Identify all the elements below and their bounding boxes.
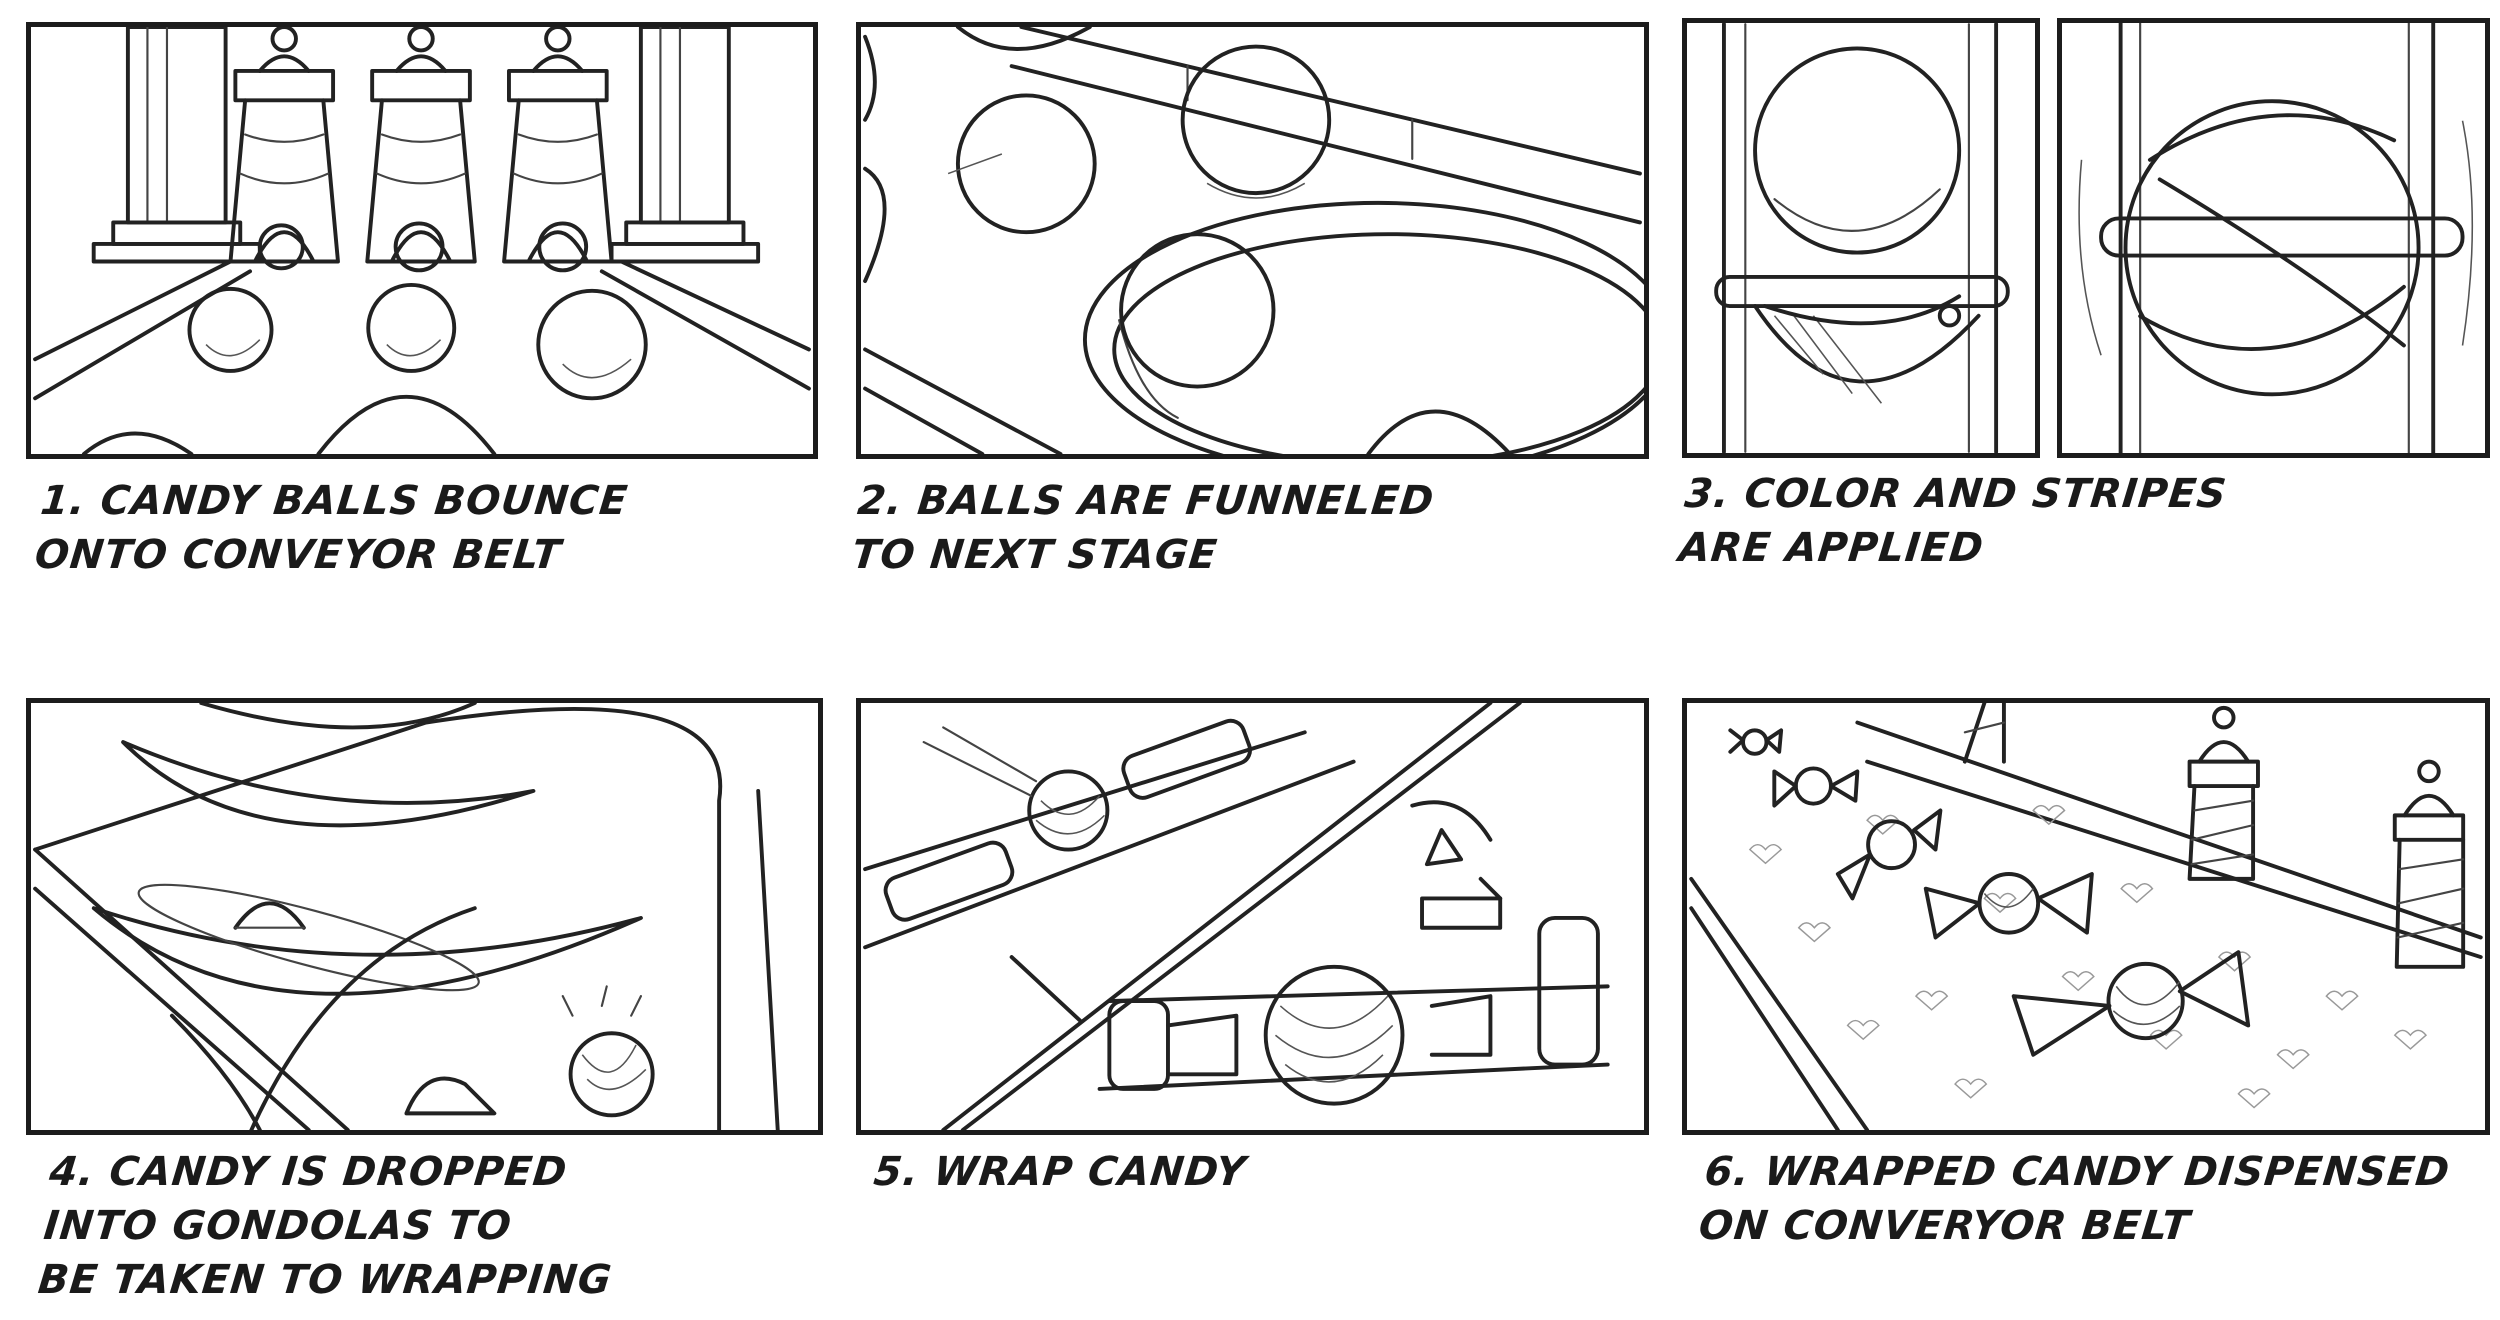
panel-3-caption: 3. Color and stripes are applied	[1676, 467, 2229, 575]
caption-line: 1. Candy balls bounce	[38, 478, 631, 524]
conveyor-body	[33, 707, 723, 1130]
right-column	[609, 27, 761, 264]
upper-track	[1009, 27, 1642, 225]
caption-line: are applied	[1676, 525, 1987, 571]
storyboard-panel-5	[856, 698, 1649, 1135]
candy-ball-lower	[1753, 304, 1981, 384]
candy-ball	[316, 394, 497, 454]
storyboard-panel-3-left	[1682, 18, 2040, 458]
caption-line: 2. Balls are funneled	[855, 478, 1437, 524]
stripe-ring	[1714, 274, 2010, 308]
tower	[2392, 759, 2466, 969]
storyboard-panel-3-right	[2057, 18, 2490, 458]
panel-4-caption: 4. Candy is dropped into gondolas to be …	[35, 1145, 626, 1307]
floor-pattern	[1748, 804, 2428, 1109]
wrapped-candy	[1263, 964, 1405, 1106]
wrapped-candy	[1835, 808, 1943, 901]
storyboard-panel-2	[856, 22, 1649, 459]
striped-candy-ball	[2123, 99, 2421, 397]
belt-back-rail	[1855, 720, 2483, 960]
tower	[2187, 705, 2260, 881]
caption-line: 5. Wrap candy	[871, 1149, 1249, 1195]
caption-line: into gondolas to	[41, 1203, 514, 1249]
caption-line: 4. Candy is dropped	[47, 1149, 570, 1195]
panel-1-sketch	[33, 27, 811, 454]
conveyor-edge	[33, 847, 350, 1130]
nozzle	[1937, 304, 1962, 328]
panel-6-caption: 6. Wrapped candy dispensed on converyor …	[1696, 1145, 2453, 1253]
candy-ball	[366, 283, 457, 373]
belt-front-edge	[1689, 876, 1870, 1130]
storyboard-panel-6	[1682, 698, 2490, 1135]
tower	[1962, 703, 2006, 764]
candy-ball	[955, 93, 1097, 235]
candy-ball	[863, 166, 887, 284]
caption-line: 3. Color and stripes	[1682, 471, 2230, 517]
wrapped-candy	[1772, 766, 1860, 808]
candy-ball	[1027, 769, 1110, 852]
upper-track	[863, 730, 1356, 950]
panel-3-left-sketch	[1714, 23, 2010, 453]
left-column	[91, 27, 262, 264]
caption-line: 6. Wrapped candy dispensed	[1702, 1149, 2453, 1195]
divider	[960, 703, 1522, 1130]
storyboard-panel-4	[26, 698, 823, 1135]
caption-line: on converyor belt	[1696, 1203, 2193, 1249]
gondola	[121, 740, 536, 828]
caption-line: be taken to wrapping	[35, 1257, 615, 1303]
funnel-base	[863, 347, 1063, 454]
panel-1-caption: 1. Candy balls bounce onto conveyor belt	[32, 474, 631, 582]
panel-3-right-sketch	[2078, 23, 2474, 453]
panel-2-sketch	[863, 27, 1644, 454]
funnel-opening	[1083, 200, 1644, 454]
panel-6-sketch	[1689, 703, 2483, 1130]
gondola	[91, 906, 643, 996]
candy-ball	[1753, 46, 1962, 255]
wrapped-candy	[1923, 872, 2094, 940]
candy-ball	[1366, 409, 1512, 454]
panel-2-caption: 2. Balls are funneled to next stage	[849, 474, 1437, 582]
right-rail	[599, 259, 811, 391]
left-rail	[33, 259, 252, 401]
candy-ball	[187, 286, 274, 373]
dispenser-left	[228, 27, 340, 271]
panel-5-caption: 5. Wrap candy	[871, 1145, 1249, 1199]
dispenser-right	[502, 27, 614, 273]
candy-ball	[1180, 44, 1332, 196]
wrap-arrow-icon	[1410, 800, 1503, 930]
dispenser-middle	[365, 27, 477, 273]
wrapped-candy	[1728, 728, 1784, 756]
candy-ball	[1119, 232, 1276, 389]
panel-5-sketch	[863, 703, 1610, 1130]
candy-ball	[81, 431, 194, 454]
caption-line: to next stage	[849, 532, 1220, 578]
storyboard-panel-1	[26, 22, 818, 459]
panel-4-sketch	[33, 703, 780, 1130]
wrapped-candy	[2011, 950, 2251, 1057]
falling-candy	[568, 1031, 655, 1118]
caption-line: onto conveyor belt	[32, 532, 564, 578]
candy-ball	[955, 27, 1092, 51]
candy-ball	[233, 901, 306, 930]
candy-ball	[536, 288, 648, 401]
